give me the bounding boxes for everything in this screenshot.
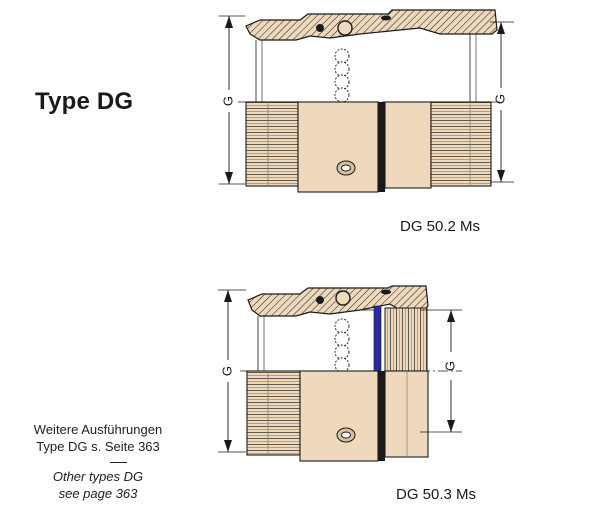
drawing-dg-50-3: G G — [218, 285, 462, 462]
note-de-line-2: Type DG s. Seite 363 — [36, 439, 160, 454]
o-ring-icon — [316, 24, 324, 32]
o-ring-icon — [316, 296, 324, 304]
note-english: Other types DG see page 363 — [0, 468, 196, 502]
dimension-left-2 — [218, 289, 246, 453]
dimension-label-left-2: G — [219, 366, 234, 376]
section-hatching-top-1 — [245, 9, 498, 41]
page-title: Type DG — [35, 88, 134, 115]
note-en-line-1: Other types DG — [52, 469, 144, 484]
dimension-left-1 — [219, 15, 245, 185]
dimension-label-left-1: G — [220, 96, 235, 106]
note-german: Weitere Ausführungen Type DG s. Seite 36… — [0, 421, 196, 455]
drawing-dg-50-2: G G — [219, 9, 514, 193]
o-ring-icon — [381, 15, 391, 21]
ball-chain-1 — [334, 20, 353, 103]
o-ring-icon — [381, 289, 391, 295]
dimension-right-1 — [490, 21, 514, 183]
dimension-label-right-1: G — [492, 94, 507, 104]
note-divider — [110, 462, 127, 463]
note-en-line-2: see page 363 — [58, 486, 138, 501]
caption-dg-50-3: DG 50.3 Ms — [396, 486, 477, 503]
note-de-line-1: Weitere Ausführungen — [33, 422, 163, 437]
dimension-right-2 — [420, 309, 462, 433]
caption-dg-50-2: DG 50.2 Ms — [400, 218, 481, 235]
seal-blue — [373, 305, 382, 372]
ball-chain-2 — [334, 290, 351, 373]
dimension-label-right-2: G — [442, 361, 457, 371]
